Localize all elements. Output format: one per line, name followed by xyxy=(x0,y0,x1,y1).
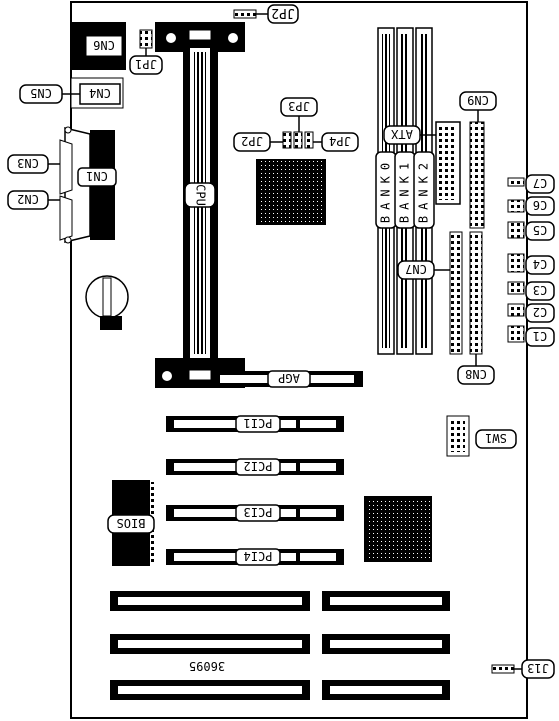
connector-cn4: CN4 xyxy=(70,77,124,109)
label-c1: C1 xyxy=(533,329,547,343)
connector-cn7: CN7 xyxy=(397,231,463,355)
jumper-jp1: JP1 xyxy=(129,29,163,75)
label-cn7: CN7 xyxy=(405,262,427,276)
label-pci3: PCI3 xyxy=(244,505,273,519)
isa-slot-1 xyxy=(110,591,450,611)
header-c2: C2 xyxy=(507,303,555,323)
label-cn3: CN3 xyxy=(17,156,39,170)
label-cpu: CPU xyxy=(194,184,208,206)
chipset-south xyxy=(364,496,432,562)
label-sw1: SW1 xyxy=(485,431,507,445)
label-bank0: BANK0 xyxy=(379,157,393,223)
label-cn8: CN8 xyxy=(465,367,487,381)
pci-slot-2: PCI2 xyxy=(166,458,344,476)
pci-slot-1: PCI1 xyxy=(166,415,344,433)
pci-slot-4: PCI4 xyxy=(166,548,344,566)
label-agp: AGP xyxy=(278,371,300,385)
connector-cn9: CN9 xyxy=(459,91,497,229)
header-c4: C4 xyxy=(507,253,555,275)
label-c4: C4 xyxy=(533,257,547,271)
header-c1: C1 xyxy=(507,325,555,347)
label-c5: C5 xyxy=(533,223,547,237)
header-c7: C7 xyxy=(507,174,555,194)
label-jp3: JP3 xyxy=(288,99,310,113)
label-c2: C2 xyxy=(533,305,547,319)
label-jp2-top: JP2 xyxy=(271,5,294,20)
header-c6: C6 xyxy=(507,196,555,216)
memory-bank-0: BANK0 xyxy=(375,27,397,355)
label-cn6: CN6 xyxy=(93,38,115,52)
label-c3: C3 xyxy=(533,283,547,297)
label-cn4: CN4 xyxy=(89,86,111,100)
label-pci4: PCI4 xyxy=(244,549,273,563)
label-bios: BIOS xyxy=(117,516,146,530)
label-bank2: BANK2 xyxy=(417,157,431,223)
connector-cn6: CN6 xyxy=(71,22,126,70)
jumper-jp3: JP3 xyxy=(280,97,318,132)
connector-cn1-parallel: CN1 xyxy=(64,127,117,243)
connector-cn8: CN8 xyxy=(457,231,495,385)
label-pci2: PCI2 xyxy=(244,459,273,473)
label-cn1: CN1 xyxy=(86,169,108,183)
agp-slot: AGP xyxy=(211,370,363,388)
switch-sw1: SW1 xyxy=(446,415,517,457)
header-c5: C5 xyxy=(507,221,555,241)
memory-bank-1: BANK1 xyxy=(394,27,416,355)
jumper-j13: J13 xyxy=(491,659,555,679)
label-bank1: BANK1 xyxy=(398,157,412,223)
connector-cn3: CN3 xyxy=(7,139,73,195)
label-pci1: PCI1 xyxy=(244,416,273,430)
jumper-jp4: JP4 xyxy=(282,131,359,152)
jumper-jp2-top: JP2 xyxy=(233,4,299,24)
bios-chip: BIOS xyxy=(107,480,155,566)
memory-bank-2: BANK2 xyxy=(413,27,435,355)
isa-slot-3 xyxy=(110,680,450,700)
label-cn2: CN2 xyxy=(17,192,39,206)
connector-cn2: CN2 xyxy=(7,190,73,241)
label-atx: ATX xyxy=(390,127,412,141)
label-cn5: CN5 xyxy=(30,86,52,100)
label-c6: C6 xyxy=(533,198,547,212)
label-cn9: CN9 xyxy=(467,93,489,107)
connector-atx-power: ATX xyxy=(383,121,461,205)
pci-slot-3: PCI3 xyxy=(166,504,344,522)
model-number: 36095 xyxy=(189,659,225,673)
label-jp2-middle: JP2 xyxy=(241,134,263,148)
cpu-slot: CPU xyxy=(155,22,245,388)
label-jp1: JP1 xyxy=(135,57,157,71)
jumper-jp2-middle: JP2 xyxy=(233,132,283,152)
label-j13: J13 xyxy=(527,661,549,675)
header-c3: C3 xyxy=(507,281,555,301)
label-c7: C7 xyxy=(533,176,547,190)
isa-slot-2 xyxy=(110,634,450,654)
connector-cn5: CN5 xyxy=(19,84,80,104)
chipset-north xyxy=(256,159,326,225)
label-jp4: JP4 xyxy=(329,134,351,148)
battery-icon xyxy=(85,275,129,330)
